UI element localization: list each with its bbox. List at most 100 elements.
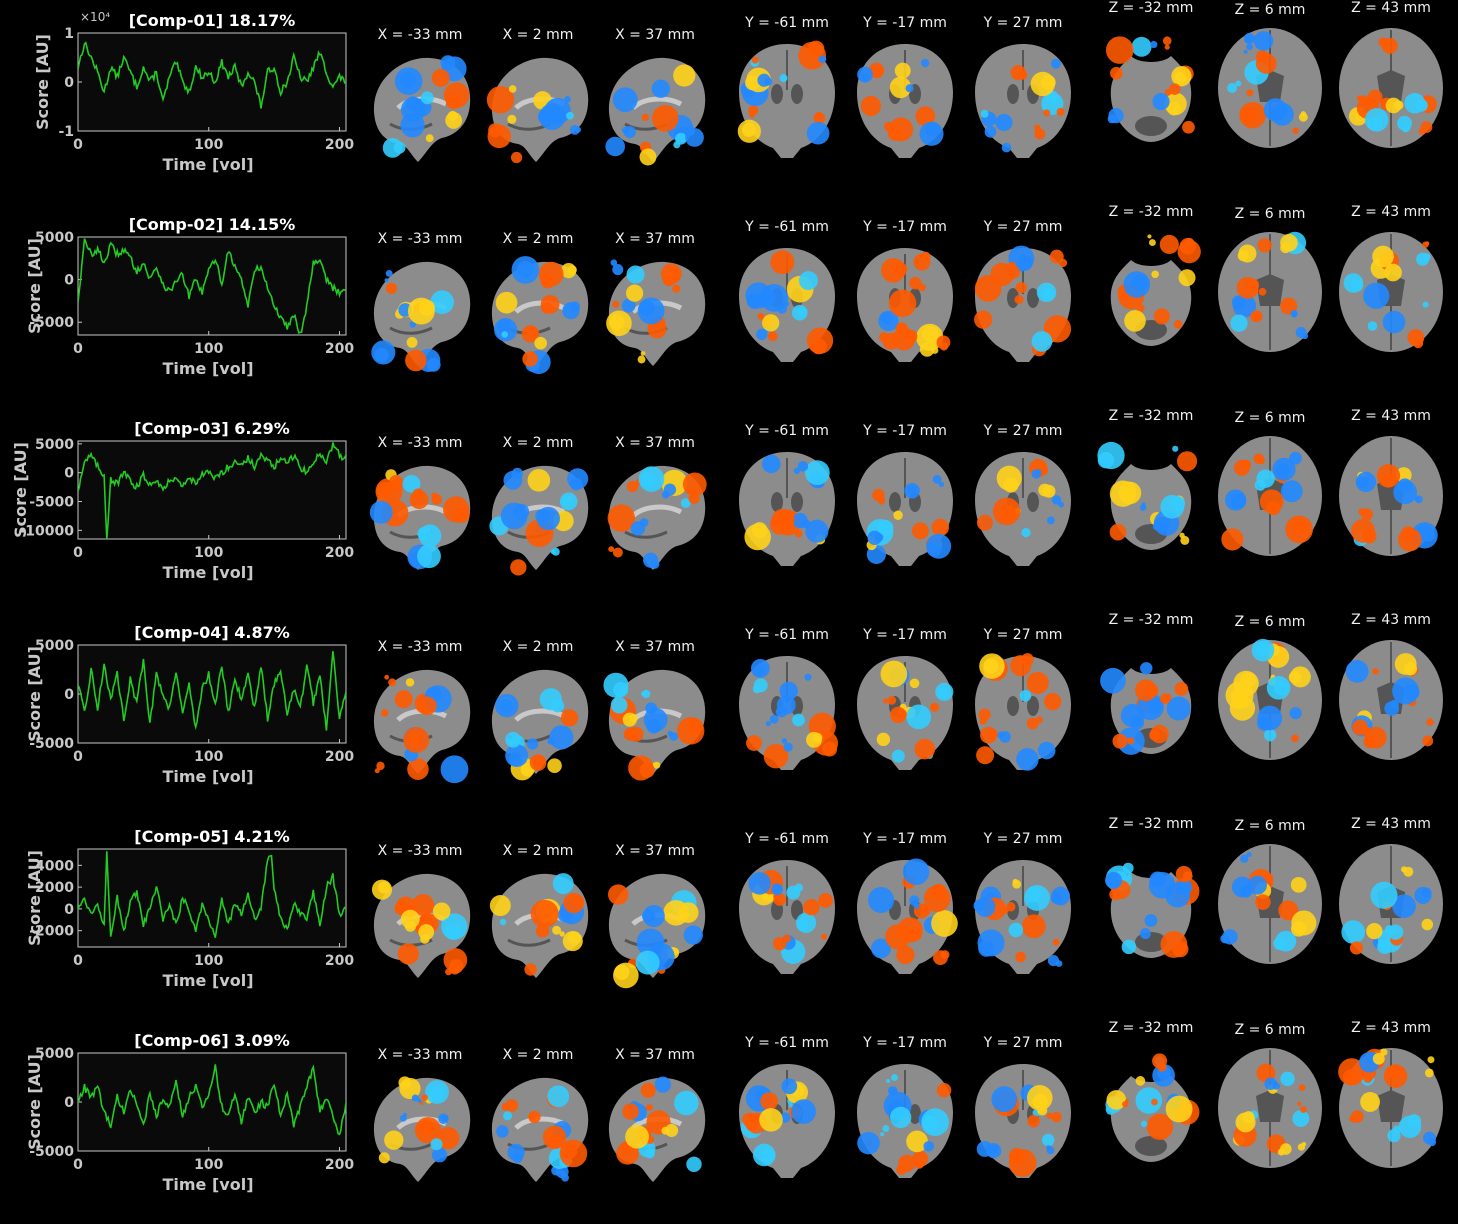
y-tick-label: 0 xyxy=(64,1095,74,1111)
x-tick-label: 200 xyxy=(325,545,354,561)
slice-image xyxy=(373,1076,471,1182)
brain-slice: Z = 6 mm xyxy=(1210,0,1330,160)
brain-slice: Z = 6 mm xyxy=(1210,612,1330,772)
slice-coordinate-label: X = 2 mm xyxy=(502,231,574,247)
y-tick-label: 5000 xyxy=(35,1046,74,1062)
x-axis-label: Time [vol] xyxy=(162,359,253,378)
brain-slice: X = 37 mm xyxy=(595,408,715,570)
slice-coordinate-label: Z = 43 mm xyxy=(1351,204,1431,220)
slice-coordinate-label: X = -33 mm xyxy=(377,639,463,655)
component-title: [Comp-05] 4.21% xyxy=(134,827,289,846)
y-tick-label: -5000 xyxy=(29,495,74,511)
brain-slice: Z = 6 mm xyxy=(1210,816,1330,976)
x-tick-label: 200 xyxy=(325,341,354,357)
slice-coordinate-label: X = 2 mm xyxy=(502,1047,574,1063)
slice-coordinate-label: Z = 6 mm xyxy=(1234,206,1306,222)
y-tick-label: -5000 xyxy=(29,1144,74,1160)
x-tick-label: 0 xyxy=(73,341,83,357)
brain-slice: Y = -17 mm xyxy=(845,408,965,568)
slice-image xyxy=(603,669,706,781)
slice-image xyxy=(371,873,471,978)
slice-coordinate-label: X = -33 mm xyxy=(377,843,463,859)
brain-slice: Z = -32 mm xyxy=(1091,0,1211,160)
slice-image xyxy=(371,261,471,373)
brain-slice: Y = 27 mm xyxy=(963,0,1083,160)
x-axis-label: Time [vol] xyxy=(162,155,253,174)
x-tick-label: 100 xyxy=(194,953,223,969)
slice-coordinate-label: Z = 43 mm xyxy=(1351,816,1431,832)
slice-image xyxy=(737,40,835,158)
slice-image xyxy=(739,452,835,566)
brain-slice: Z = 43 mm xyxy=(1331,612,1451,772)
slice-image xyxy=(857,1064,953,1178)
brain-slice: Y = -17 mm xyxy=(845,204,965,364)
brain-slice: Y = -61 mm xyxy=(727,408,847,568)
plot-area xyxy=(77,440,347,540)
x-tick-label: 0 xyxy=(73,1157,83,1173)
x-tick-label: 200 xyxy=(325,749,354,765)
slice-image xyxy=(373,669,471,784)
slice-coordinate-label: Z = -32 mm xyxy=(1108,612,1194,628)
component-title: [Comp-01] 18.17% xyxy=(129,11,296,30)
slice-coordinate-label: X = -33 mm xyxy=(377,27,463,43)
series-line xyxy=(78,442,346,539)
brain-slice: X = 37 mm xyxy=(595,612,715,781)
slice-coordinate-label: Z = 6 mm xyxy=(1234,614,1306,630)
brain-slice: Y = -61 mm xyxy=(727,1020,847,1180)
slice-coordinate-label: Y = -61 mm xyxy=(745,423,829,439)
slice-image xyxy=(606,259,706,366)
slice-image xyxy=(857,858,958,974)
slice-coordinate-label: X = -33 mm xyxy=(377,231,463,247)
brain-slice: Z = 43 mm xyxy=(1331,0,1451,160)
y-axis-label: Score [AU] xyxy=(25,1054,44,1150)
slice-coordinate-label: X = 37 mm xyxy=(615,639,695,655)
x-tick-label: 0 xyxy=(73,137,83,153)
brain-slice: X = 2 mm xyxy=(478,408,598,576)
slice-coordinate-label: Y = 27 mm xyxy=(983,423,1063,439)
slice-coordinate-label: Z = 43 mm xyxy=(1351,408,1431,424)
slice-image xyxy=(1339,640,1443,760)
y-tick-label: -10000 xyxy=(19,523,74,539)
slice-image xyxy=(491,1077,589,1182)
y-tick-label: 1 xyxy=(64,26,74,42)
brain-slice: Z = 6 mm xyxy=(1210,1020,1330,1180)
brain-slice: Y = 27 mm xyxy=(963,204,1083,364)
slice-coordinate-label: Y = -17 mm xyxy=(863,423,947,439)
brain-outline xyxy=(491,57,589,162)
slice-coordinate-label: X = 37 mm xyxy=(615,843,695,859)
slice-coordinate-label: Z = -32 mm xyxy=(1108,816,1194,832)
slice-image xyxy=(1338,1048,1443,1168)
brain-slice: Y = 27 mm xyxy=(963,1020,1083,1180)
brain-slice: X = -33 mm xyxy=(360,408,480,570)
slice-coordinate-label: Y = 27 mm xyxy=(983,831,1063,847)
slice-coordinate-label: Y = -17 mm xyxy=(863,627,947,643)
y-tick-label: 0 xyxy=(64,687,74,703)
y-axis-label: Score [AU] xyxy=(25,646,44,742)
slice-image xyxy=(369,465,471,570)
brain-slice: Z = -32 mm xyxy=(1091,1020,1211,1180)
brain-slice: Z = -32 mm xyxy=(1091,816,1211,976)
slice-coordinate-label: Y = -61 mm xyxy=(745,831,829,847)
slice-coordinate-label: X = 37 mm xyxy=(615,1047,695,1063)
slice-image xyxy=(1218,28,1322,148)
slice-coordinate-label: X = 37 mm xyxy=(615,231,695,247)
slice-coordinate-label: Y = -17 mm xyxy=(863,15,947,31)
y-tick-label: 4000 xyxy=(35,858,74,874)
brain-slice: Y = -61 mm xyxy=(727,612,847,772)
brain-slice: Y = -61 mm xyxy=(727,816,847,976)
slice-image xyxy=(857,656,954,770)
slice-image xyxy=(739,1064,835,1178)
slice-image xyxy=(857,44,953,158)
y-tick-label: 2000 xyxy=(35,880,74,896)
y-tick-label: 0 xyxy=(64,902,74,918)
brain-slice: Y = -17 mm xyxy=(845,1020,965,1180)
brain-slice: Y = -17 mm xyxy=(845,0,965,160)
slice-coordinate-label: Z = 6 mm xyxy=(1234,410,1306,426)
slice-coordinate-label: X = 2 mm xyxy=(502,27,574,43)
slice-image xyxy=(608,1076,706,1182)
